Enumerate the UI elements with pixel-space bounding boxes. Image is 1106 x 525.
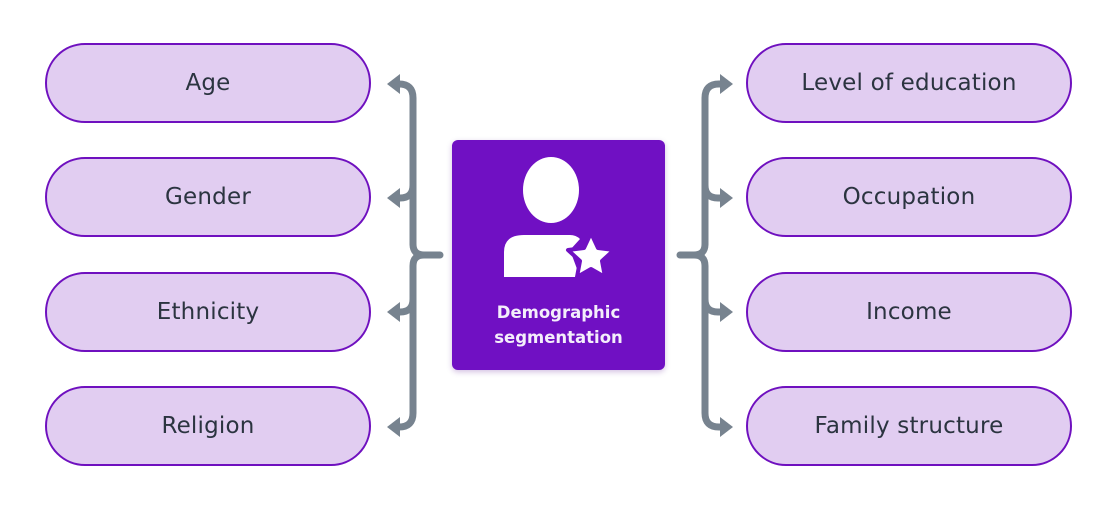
left-connector-spine-down	[391, 251, 428, 431]
arrowhead-family-structure	[720, 417, 733, 437]
user-star-icon	[504, 157, 616, 279]
center-node-demographic-segmentation[interactable]: Demographic segmentation	[452, 140, 665, 370]
center-node-label: Demographic segmentation	[452, 300, 665, 350]
node-label: Income	[866, 299, 952, 325]
node-label: Occupation	[842, 184, 976, 210]
node-ethnicity[interactable]: Ethnicity	[45, 272, 371, 352]
right-connector-spine-down	[690, 251, 726, 431]
arrowhead-religion	[387, 417, 400, 437]
node-age[interactable]: Age	[45, 43, 371, 123]
node-label: Family structure	[814, 413, 1004, 439]
left-connector-spine-up	[391, 80, 417, 248]
arrowhead-occupation	[720, 188, 733, 208]
node-level-of-education[interactable]: Level of education	[746, 43, 1072, 123]
arrowhead-level-of-education	[720, 74, 733, 94]
node-religion[interactable]: Religion	[45, 386, 371, 466]
left-branch-gender	[391, 181, 417, 202]
center-label-line-1: Demographic	[496, 303, 621, 322]
node-label: Religion	[161, 413, 255, 439]
center-label-line-2: segmentation	[494, 328, 623, 347]
node-label: Age	[185, 70, 231, 96]
arrowhead-ethnicity	[387, 302, 400, 322]
node-label: Gender	[165, 184, 251, 210]
right-branch-occupation	[701, 181, 726, 202]
node-gender[interactable]: Gender	[45, 157, 371, 237]
arrowhead-age	[387, 74, 400, 94]
node-occupation[interactable]: Occupation	[746, 157, 1072, 237]
right-connector-spine-up	[701, 80, 726, 248]
node-label: Ethnicity	[156, 299, 260, 325]
node-label: Level of education	[801, 70, 1017, 96]
node-family-structure[interactable]: Family structure	[746, 386, 1072, 466]
node-income[interactable]: Income	[746, 272, 1072, 352]
right-branch-income	[701, 295, 726, 316]
left-branch-ethnicity	[391, 295, 417, 316]
arrowhead-gender	[387, 188, 400, 208]
arrowhead-income	[720, 302, 733, 322]
